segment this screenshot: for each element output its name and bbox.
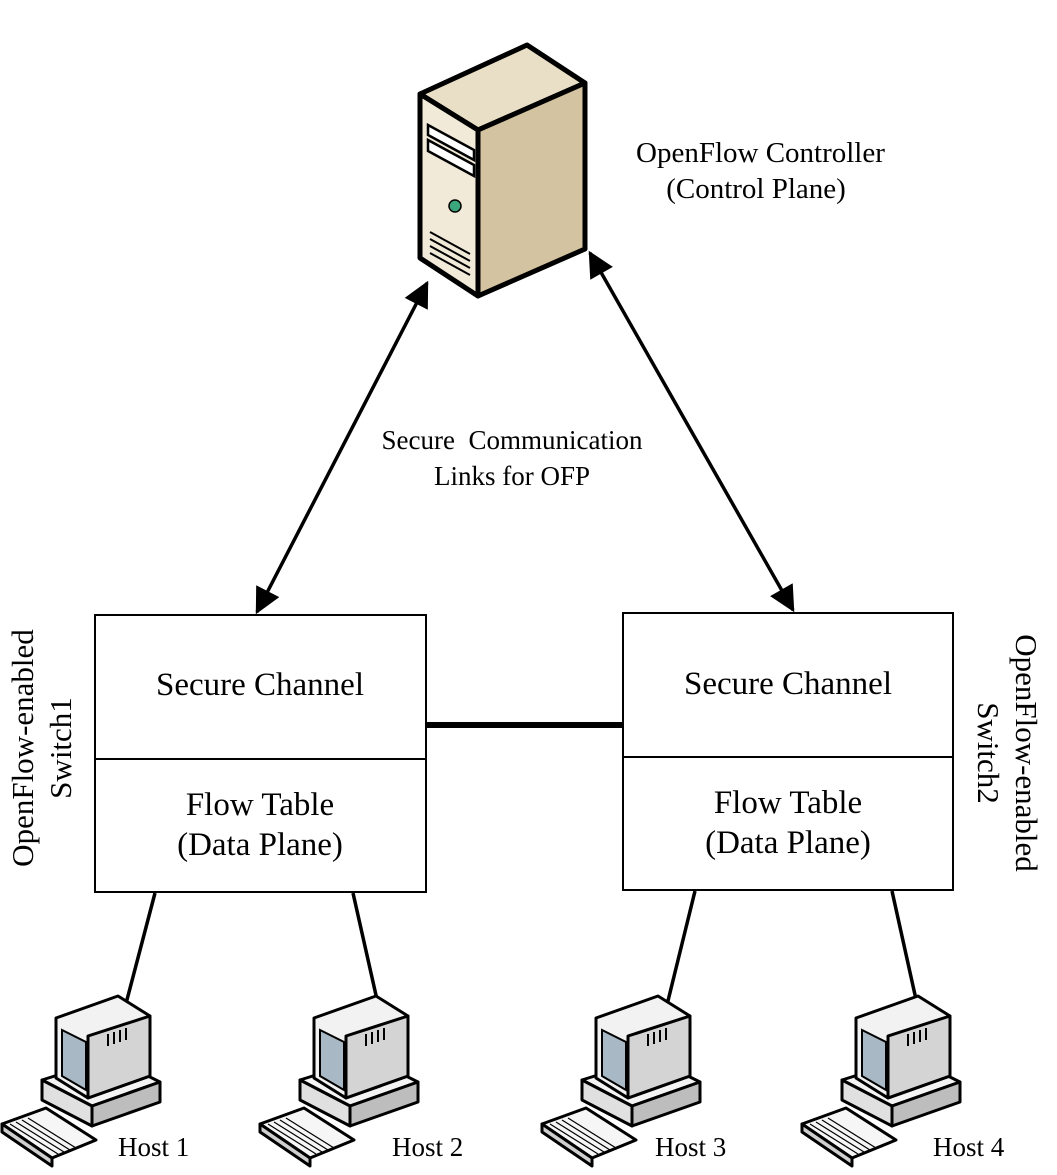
switch1-name: OpenFlow-enabled Switch1: [4, 628, 80, 868]
switch2-flow-title: Flow Table: [713, 785, 863, 821]
secure-link-switch2: [588, 250, 795, 613]
desktop-computer-icon: [258, 994, 420, 1168]
controller-label: OpenFlow Controller (Control Plane): [636, 135, 885, 207]
server-side-face: [475, 80, 588, 299]
keyboard-row: [273, 1121, 323, 1153]
host4-link: [890, 890, 921, 1014]
monitor-side: [344, 1014, 410, 1100]
monitor-side: [86, 1014, 152, 1100]
keyboard-row: [555, 1121, 605, 1153]
keyboard-row: [549, 1123, 599, 1155]
keyboard-row: [827, 1117, 877, 1149]
host3-link: [663, 890, 697, 1014]
keyboard-row: [27, 1117, 77, 1149]
switch1-name-line2: Switch1: [43, 697, 78, 799]
server-tower-icon: [417, 42, 588, 299]
controller-name: OpenFlow Controller: [636, 137, 885, 169]
keyboard-row: [561, 1119, 611, 1151]
switch1-flow-plane: (Data Plane): [177, 827, 343, 863]
keyboard-row: [267, 1123, 317, 1155]
monitor-screen: [61, 1028, 87, 1092]
host4-label: Host 4: [933, 1132, 1005, 1162]
secure-link-switch1: [255, 280, 429, 615]
link-label: Secure Communication Links for OFP: [352, 422, 672, 494]
desktop-computer-icon: [0, 994, 162, 1168]
controller-plane: (Control Plane): [666, 173, 846, 205]
monitor-screen: [861, 1028, 887, 1092]
desktop-computer-icon: [540, 994, 702, 1168]
keyboard-row: [815, 1121, 865, 1153]
keyboard-row: [279, 1119, 329, 1151]
switch2-secure-channel: Secure Channel: [683, 666, 892, 702]
computer-case-side: [630, 1080, 702, 1128]
switch1-secure-channel: Secure Channel: [155, 667, 364, 703]
switch1-name-line1: OpenFlow-enabled: [5, 629, 40, 867]
keyboard-row: [9, 1123, 59, 1155]
switch2-name: OpenFlow-enabled Switch2: [969, 633, 1045, 873]
server-power-led: [448, 199, 462, 213]
monitor-side: [886, 1014, 952, 1100]
switch2-name-line1: OpenFlow-enabled: [1009, 634, 1044, 872]
keyboard-row: [821, 1119, 871, 1151]
host3-label: Host 3: [655, 1132, 727, 1162]
computer-case-side: [348, 1080, 420, 1128]
computer-case-side: [90, 1080, 162, 1128]
server-drive-bay: [426, 122, 476, 163]
monitor-screen: [319, 1028, 345, 1092]
switch1-flow-table: Flow Table (Data Plane): [95, 785, 425, 865]
keyboard-row: [809, 1123, 859, 1155]
keyboard-edge: [0, 1122, 54, 1168]
switch2-flow-table: Flow Table (Data Plane): [623, 783, 953, 863]
keyboard-row: [567, 1117, 617, 1149]
server-vents: [429, 231, 471, 276]
monitor-screen: [601, 1028, 627, 1092]
keyboard-row: [285, 1117, 335, 1149]
link-label-line2: Links for OFP: [433, 461, 590, 491]
switch2-flow-plane: (Data Plane): [705, 825, 871, 861]
keyboard-edge: [800, 1122, 854, 1168]
switch1-box: [94, 614, 427, 893]
link-label-line1: Secure Communication: [381, 425, 643, 455]
monitor-side: [626, 1014, 692, 1100]
switch2-name-line2: Switch2: [971, 702, 1006, 804]
server-drive-bay: [426, 137, 476, 179]
keyboard-edge: [540, 1122, 594, 1168]
host1-link: [121, 892, 157, 1016]
switch1-flow-title: Flow Table: [185, 787, 335, 823]
desktop-computer-icon: [800, 994, 962, 1168]
host2-link: [351, 892, 382, 1014]
hosts-layer: [0, 994, 962, 1168]
keyboard-edge: [258, 1122, 312, 1168]
host1-label: Host 1: [118, 1132, 190, 1162]
keyboard-row: [21, 1119, 71, 1151]
keyboard-row: [15, 1121, 65, 1153]
switch2-box: [622, 612, 954, 891]
host2-label: Host 2: [392, 1132, 464, 1162]
computer-case-side: [890, 1080, 962, 1128]
